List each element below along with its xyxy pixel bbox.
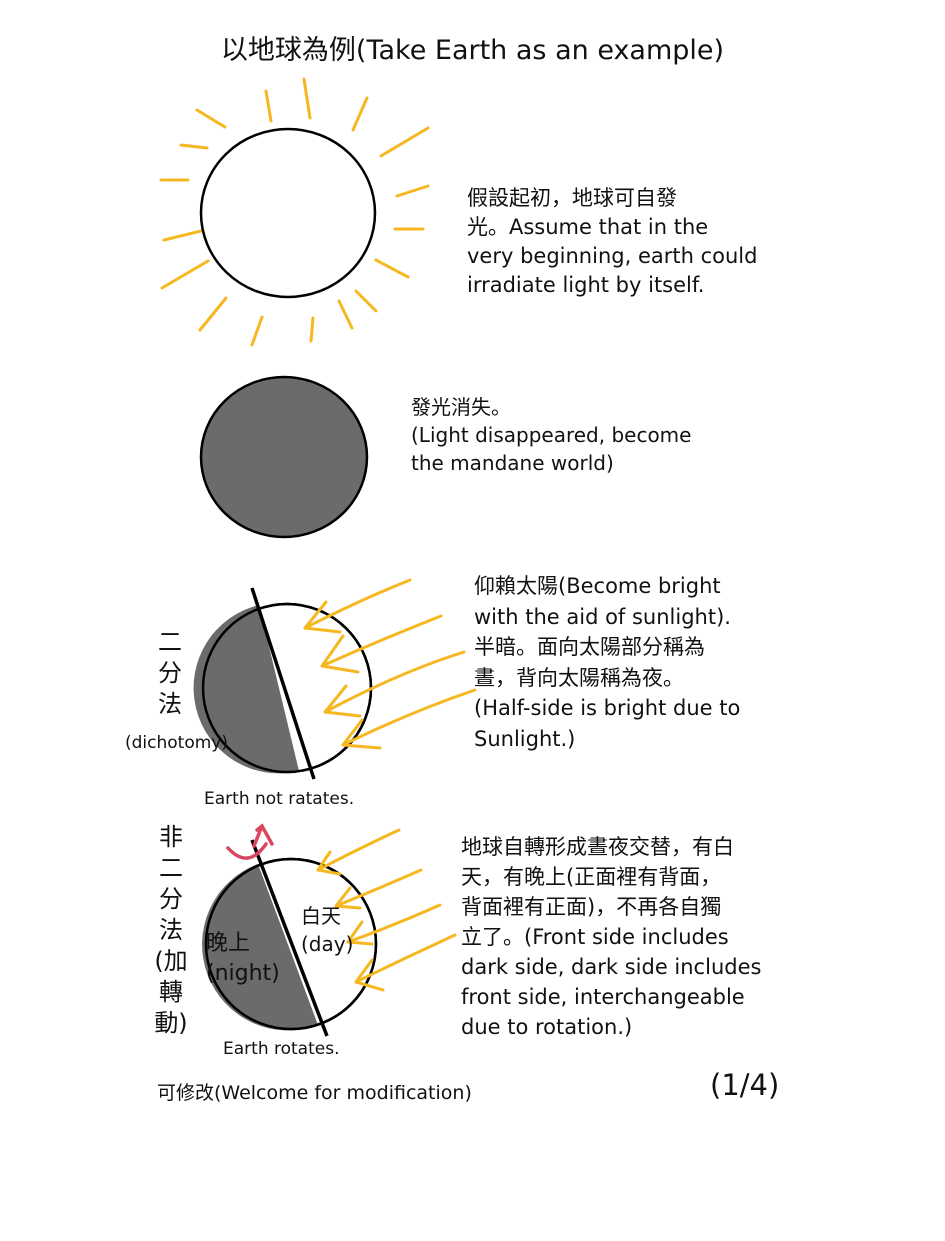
dichotomy-label: 二 分 法 bbox=[158, 628, 182, 718]
stage-1-description: 假設起初，地球可自發 光。Assume that in the very beg… bbox=[467, 186, 758, 297]
rotating-earth bbox=[202, 823, 457, 1037]
night-side bbox=[193, 605, 299, 774]
terminator-line bbox=[250, 587, 316, 780]
night-label: 晚上 (night) bbox=[206, 931, 280, 986]
sun-rays-icon bbox=[159, 77, 430, 347]
glowing-earth bbox=[159, 77, 430, 347]
stage-2-description: 發光消失。 (Light disappeared, become the man… bbox=[411, 395, 692, 475]
sunlight-arrows-icon bbox=[303, 578, 477, 750]
footer-note: 可修改(Welcome for modification) bbox=[157, 1082, 472, 1104]
rotating-caption: Earth rotates. bbox=[223, 1039, 340, 1059]
dark-earth bbox=[199, 375, 369, 539]
sunlight-arrows-icon bbox=[316, 828, 457, 992]
rotation-arrow-icon bbox=[226, 823, 274, 860]
page-title: 以地球為例(Take Earth as an example) bbox=[220, 35, 725, 66]
not-rotating-caption: Earth not ratates. bbox=[204, 789, 355, 809]
night-side bbox=[202, 864, 318, 1031]
page-indicator: (1/4) bbox=[710, 1068, 780, 1102]
earth-circle bbox=[199, 127, 377, 299]
terminator-line bbox=[250, 839, 329, 1037]
stage-4-description: 地球自轉形成晝夜交替，有白 天，有晚上(正面裡有背面， 背面裡有正面)，不再各自… bbox=[461, 835, 762, 1039]
dichotomy-label-en: (dichotomy) bbox=[125, 733, 228, 753]
half-lit-earth bbox=[193, 578, 477, 780]
day-label: 白天 (day) bbox=[301, 904, 354, 956]
stage-3-description: 仰賴太陽(Become bright with the aid of sunli… bbox=[474, 574, 741, 751]
non-dichotomy-label: 非 二 分 法 (加 轉 動) bbox=[154, 823, 188, 1037]
